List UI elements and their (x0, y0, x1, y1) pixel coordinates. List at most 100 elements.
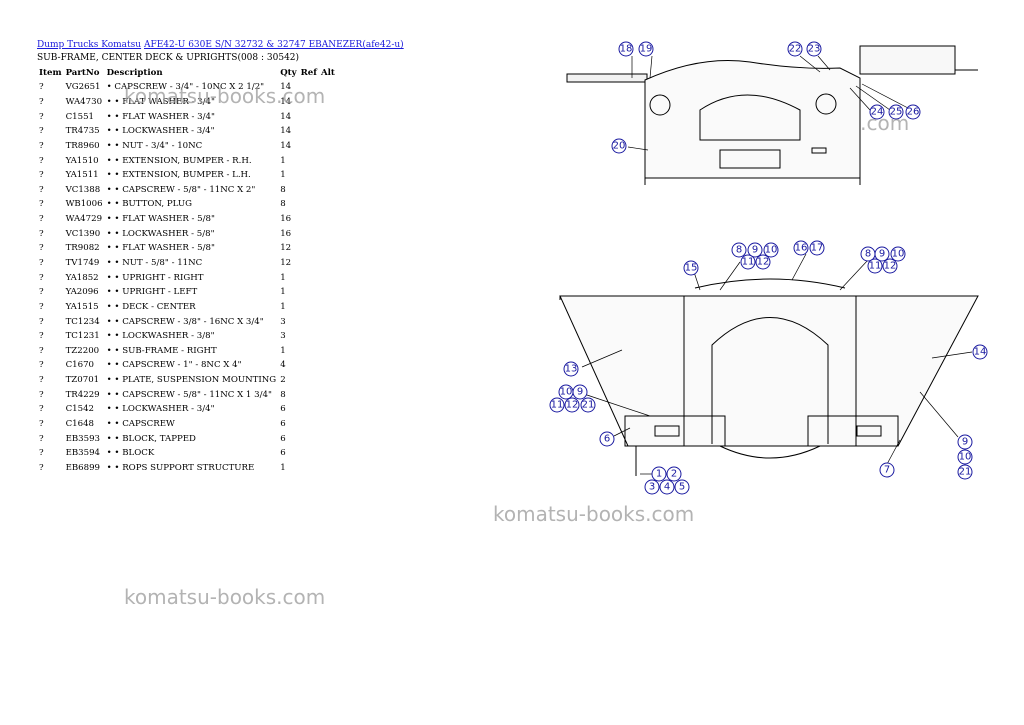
row-item: ? (39, 272, 44, 283)
row-item: ? (39, 462, 44, 473)
callout-number: 11 (551, 400, 564, 411)
row-qty: 14 (280, 140, 292, 151)
callout-number: 10 (560, 387, 573, 398)
callout-number: 16 (795, 243, 808, 254)
callout-number: 9 (577, 387, 583, 398)
row-partno: TZ0701 (65, 375, 100, 386)
row-partno: C1670 (65, 360, 95, 371)
callout-bubble: 6 (599, 431, 615, 447)
callout-number: 25 (890, 107, 903, 118)
row-item: ? (39, 287, 44, 298)
col-qty: Qty (280, 68, 297, 78)
callout-bubble: 9 (572, 384, 588, 400)
callout-number: 9 (962, 437, 968, 448)
callout-number: 23 (808, 44, 821, 55)
row-item: ? (39, 433, 44, 444)
table-row: ?TR4735• • LOCKWASHER - 3/4"14 (37, 124, 337, 139)
callout-bubble: 11 (740, 254, 756, 270)
callout-bubble: 12 (882, 258, 898, 274)
callout-number: 1 (656, 469, 662, 480)
row-partno: VG2651 (65, 82, 101, 93)
row-item: ? (39, 419, 44, 430)
row-description: • • EXTENSION, BUMPER - L.H. (106, 170, 251, 181)
row-description: • • CAPSCREW - 5/8" - 11NC X 2" (106, 184, 256, 195)
row-qty: 14 (280, 111, 292, 122)
row-qty: 3 (280, 316, 286, 327)
table-row: ?WA4729• • FLAT WASHER - 5/8"16 (37, 212, 337, 227)
row-description: • • BLOCK (106, 448, 155, 459)
table-row: ?TR9082• • FLAT WASHER - 5/8"12 (37, 241, 337, 256)
row-partno: VC1388 (65, 184, 101, 195)
row-partno: WB1006 (65, 199, 103, 210)
row-description: • • UPRIGHT - LEFT (106, 287, 198, 298)
callout-number: 11 (742, 257, 755, 268)
row-description: • • CAPSCREW - 1" - 8NC X 4" (106, 360, 242, 371)
row-description: • • LOCKWASHER - 3/8" (106, 331, 215, 342)
callout-bubble: 10 (558, 384, 574, 400)
callout-bubble: 26 (905, 104, 921, 120)
row-partno: YA1852 (65, 272, 99, 283)
breadcrumb-link-category[interactable]: Dump Trucks Komatsu (37, 40, 142, 50)
row-item: ? (39, 140, 44, 151)
row-partno: EB3594 (65, 448, 101, 459)
col-ref: Ref (300, 68, 317, 78)
row-qty: 6 (280, 433, 286, 444)
row-partno: YA1510 (65, 155, 99, 166)
callout-bubble: 22 (787, 41, 803, 57)
callout-number: 5 (679, 482, 685, 493)
bottom-view-drawing (559, 278, 979, 476)
row-partno: TZ2200 (65, 345, 100, 356)
row-item: ? (39, 360, 44, 371)
row-qty: 1 (280, 462, 286, 473)
row-qty: 12 (280, 258, 292, 268)
callout-number: 6 (604, 434, 610, 445)
row-partno: EB3593 (65, 433, 101, 444)
breadcrumb: Dump Trucks Komatsu AFE42-U 630E S/N 327… (37, 40, 404, 50)
row-description: • • FLAT WASHER - 3/4" (106, 96, 215, 107)
callout-number: 26 (907, 107, 920, 118)
callout-number: 21 (582, 400, 595, 411)
callout-number: 8 (736, 245, 742, 256)
row-qty: 14 (280, 82, 292, 93)
callout-number: 12 (757, 257, 770, 268)
callout-number: 7 (884, 465, 890, 476)
callout-bubble: 21 (957, 464, 973, 480)
row-description: • • CAPSCREW (106, 419, 175, 430)
row-description: • • BUTTON, PLUG (106, 199, 192, 210)
row-item: ? (39, 448, 44, 459)
row-qty: 1 (280, 170, 286, 181)
callout-bubble: 12 (755, 254, 771, 270)
row-item: ? (39, 170, 44, 181)
callout-bubble: 5 (674, 479, 690, 495)
table-row: ?TC1234• • CAPSCREW - 3/8" - 16NC X 3/4"… (37, 314, 337, 329)
table-row: ?VC1388• • CAPSCREW - 5/8" - 11NC X 2"8 (37, 182, 337, 197)
row-description: • • UPRIGHT - RIGHT (106, 272, 204, 283)
col-alt: Alt (320, 68, 335, 78)
row-item: ? (39, 243, 44, 254)
row-item: ? (39, 82, 44, 93)
row-partno: YA2096 (65, 287, 99, 298)
callout-bubble: 9 (957, 434, 973, 450)
table-row: ?C1542• • LOCKWASHER - 3/4"6 (37, 402, 337, 417)
callout-bubble: 13 (563, 361, 579, 377)
row-partno: VC1390 (65, 228, 101, 239)
callout-number: 11 (869, 261, 882, 272)
callout-number: 20 (613, 141, 626, 152)
parts-table: Item PartNo Description Qty Ref Alt ?VG2… (37, 66, 337, 475)
row-qty: 3 (280, 331, 286, 342)
row-item: ? (39, 389, 44, 400)
callout-number: 21 (959, 467, 972, 478)
row-item: ? (39, 404, 44, 415)
breadcrumb-link-model[interactable]: AFE42-U 630E S/N 32732 & 32747 EBANEZER(… (143, 40, 404, 50)
callout-bubble: 11 (549, 397, 565, 413)
row-qty: 1 (280, 272, 286, 283)
row-item: ? (39, 199, 44, 210)
row-qty: 14 (280, 96, 292, 107)
